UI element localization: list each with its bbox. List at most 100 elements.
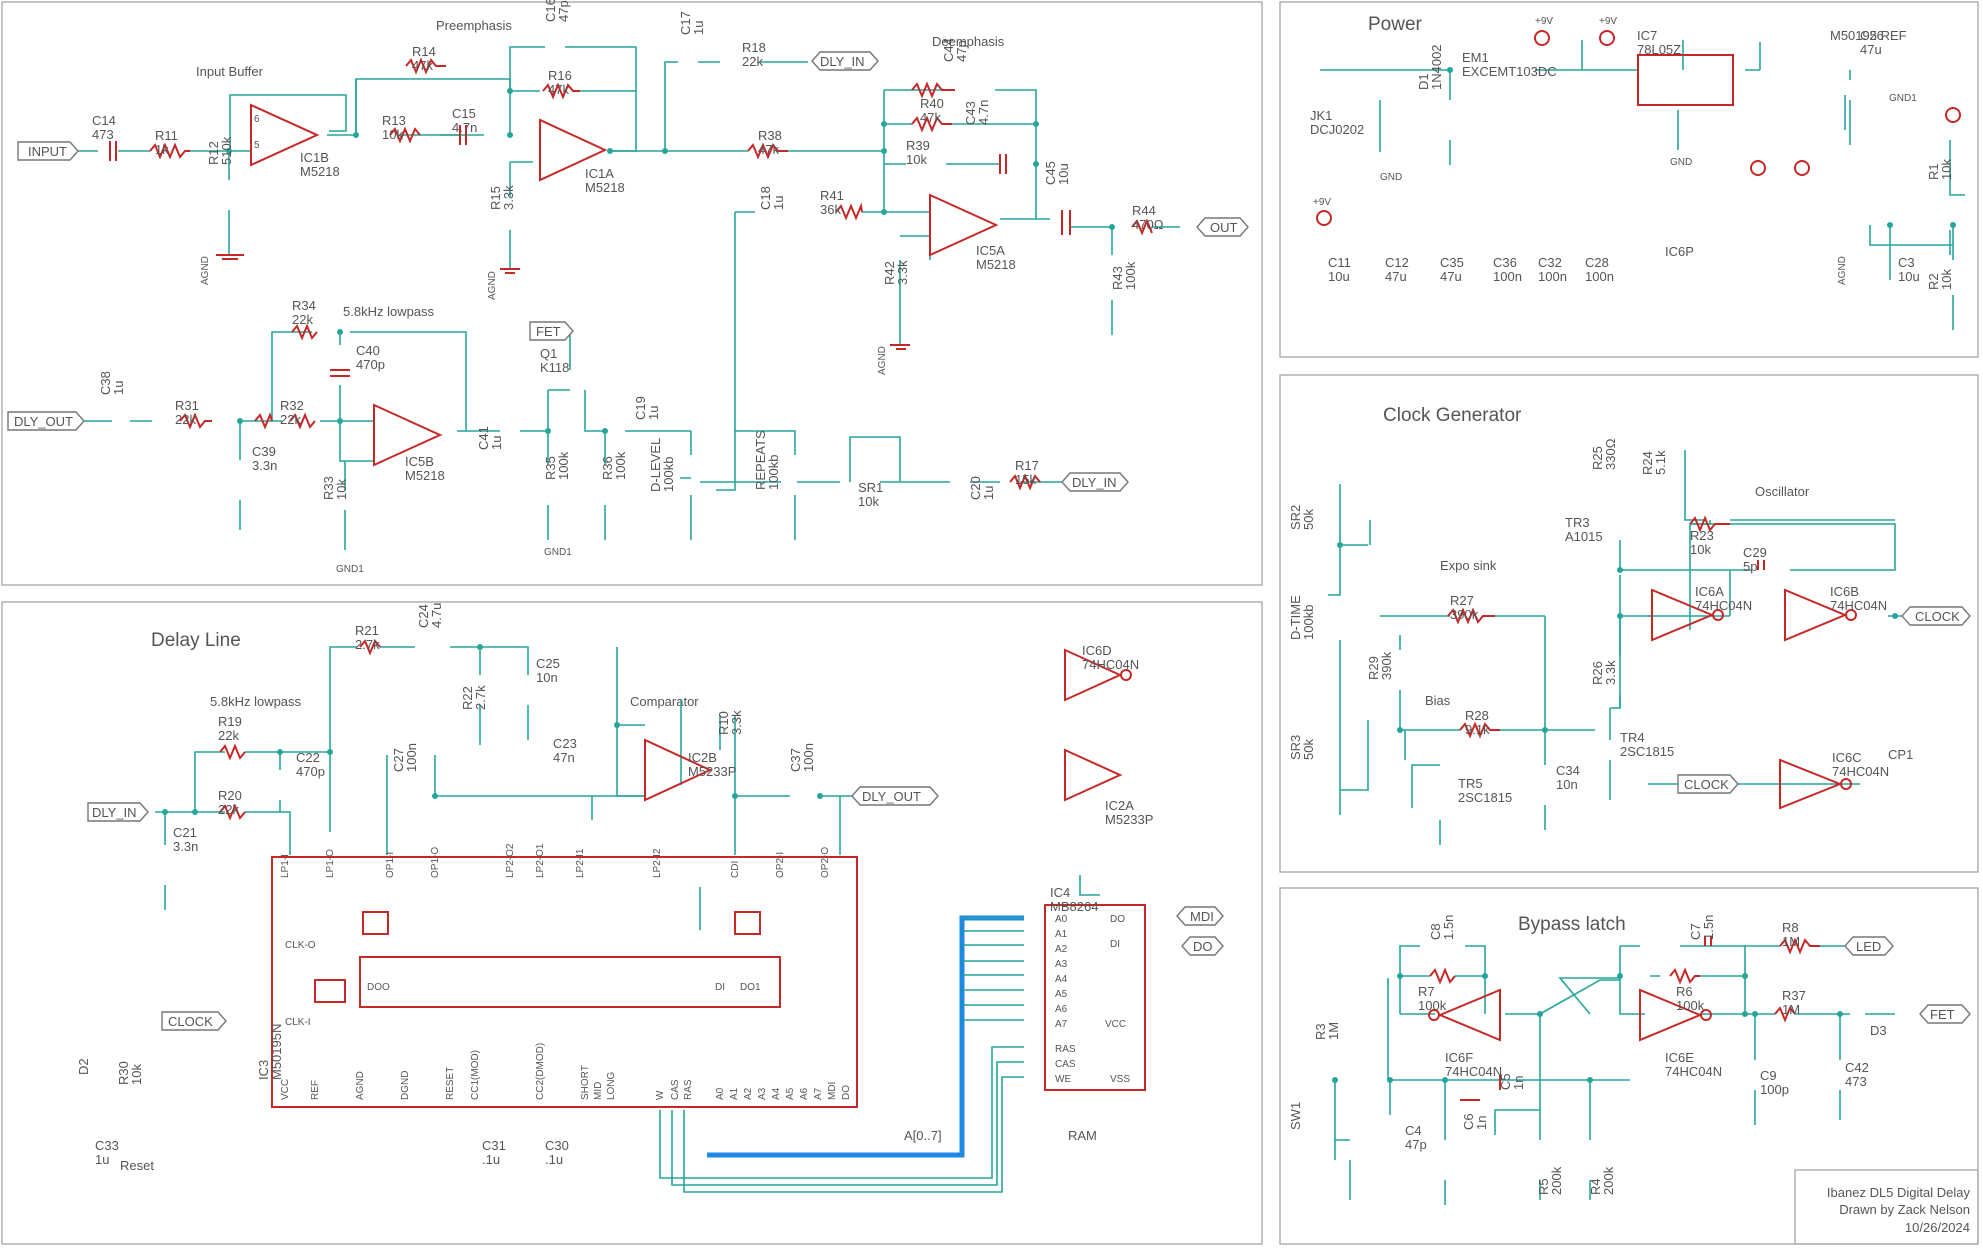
label-ic5a-value: M5218 bbox=[976, 257, 1016, 272]
label-r42-ref: R42 bbox=[882, 261, 897, 285]
label-c23-value: 47n bbox=[553, 750, 575, 765]
label-r14-ref: R14 bbox=[412, 44, 436, 59]
label-r10-ref: R10 bbox=[716, 711, 731, 735]
label-d1-value: 1N4002 bbox=[1429, 44, 1444, 90]
frame-bypass bbox=[1279, 887, 1979, 1245]
label-c4-value: 47p bbox=[1405, 1137, 1427, 1152]
svg-text:A1: A1 bbox=[1055, 929, 1068, 940]
label-r16-ref: R16 bbox=[548, 68, 572, 83]
svg-text:DLY_OUT: DLY_OUT bbox=[14, 414, 73, 429]
note-bus: A[0..7] bbox=[904, 1128, 942, 1143]
label-r16-value: 47k bbox=[548, 82, 569, 97]
section-title-power: Power bbox=[1368, 14, 1423, 35]
label-ic2b-ref: IC2B bbox=[688, 750, 717, 765]
label-c20-value: 1u bbox=[981, 486, 996, 500]
label-r5-ref: R5 bbox=[1536, 1178, 1551, 1195]
label-c40-value: 470p bbox=[356, 357, 385, 372]
svg-text:OP1-O: OP1-O bbox=[430, 847, 441, 878]
svg-text:AGND: AGND bbox=[200, 256, 211, 285]
label-c44-ref: C44 bbox=[941, 38, 956, 62]
label-c22-ref: C22 bbox=[296, 750, 320, 765]
label-c43-ref: C43 bbox=[963, 101, 978, 125]
section-title-bypass: Bypass latch bbox=[1518, 914, 1626, 935]
label-ic1b-ref: IC1B bbox=[300, 150, 329, 165]
label-r25-value: 330Ω bbox=[1603, 438, 1618, 470]
label-c30-value: .1u bbox=[545, 1152, 563, 1167]
svg-text:DO: DO bbox=[1193, 939, 1213, 954]
label-q1-ref: Q1 bbox=[540, 346, 557, 361]
svg-text:DLY_IN: DLY_IN bbox=[1072, 475, 1117, 490]
label-r30-value: 10k bbox=[129, 1064, 144, 1085]
svg-text:LP2-O2: LP2-O2 bbox=[505, 843, 516, 878]
label-r8-value: 1M bbox=[1782, 934, 1800, 949]
ic3-body bbox=[271, 856, 858, 1108]
svg-text:GND: GND bbox=[1670, 157, 1692, 168]
label-dlevel-ref: D-LEVEL bbox=[648, 438, 663, 492]
label-c11-ref: C11 bbox=[1328, 255, 1351, 270]
capacitors bbox=[109, 125, 1765, 1101]
svg-text:5: 5 bbox=[254, 140, 260, 151]
svg-text:CLOCK: CLOCK bbox=[1915, 609, 1960, 624]
rail-symbols bbox=[216, 30, 1961, 350]
label-r40-ref: R40 bbox=[920, 96, 944, 111]
label-r10-value: 3.3k bbox=[729, 710, 744, 735]
label-sr3-ref: SR3 bbox=[1288, 735, 1303, 760]
label-r42-value: 3.3k bbox=[895, 260, 910, 285]
label-c21-value: 3.3n bbox=[173, 839, 198, 854]
label-jk1-value: DCJ0202 bbox=[1310, 122, 1364, 137]
svg-text:DLY_OUT: DLY_OUT bbox=[862, 789, 921, 804]
label-d3-ref: D3 bbox=[1870, 1023, 1887, 1038]
svg-text:FET: FET bbox=[1930, 1007, 1955, 1022]
label-c7-ref: C7 bbox=[1688, 923, 1703, 940]
label-c33-ref: C33 bbox=[95, 1138, 119, 1153]
label-r15-value: 3.3k bbox=[501, 185, 516, 210]
label-c37-value: 100n bbox=[801, 743, 816, 772]
label-r36-ref: R36 bbox=[600, 456, 615, 480]
label-ic6e-value: 74HC04N bbox=[1665, 1064, 1722, 1079]
label-c39-ref: C39 bbox=[252, 444, 276, 459]
svg-text:LP2-I2: LP2-I2 bbox=[652, 848, 663, 878]
label-r26-value: 3.3k bbox=[1603, 660, 1618, 685]
label-c42-ref: C42 bbox=[1845, 1060, 1869, 1075]
label-ic6d-ref: IC6D bbox=[1082, 643, 1112, 658]
svg-text:A5: A5 bbox=[1055, 989, 1068, 1000]
label-c43-value: 4.7n bbox=[976, 100, 991, 125]
inverter-ic6f bbox=[1428, 988, 1501, 1042]
label-c9-value: 100p bbox=[1760, 1082, 1789, 1097]
ic3-demod-block bbox=[734, 911, 761, 935]
svg-text:DI: DI bbox=[715, 982, 725, 993]
svg-text:AGND: AGND bbox=[487, 271, 498, 300]
label-r34-ref: R34 bbox=[292, 298, 316, 313]
svg-text:MDI: MDI bbox=[827, 1082, 838, 1100]
label-c41-value: 1u bbox=[489, 436, 504, 450]
label-c5-value: 1n bbox=[1511, 1076, 1526, 1090]
svg-text:RAS: RAS bbox=[683, 1079, 694, 1100]
opamp-ic5a bbox=[929, 193, 999, 257]
label-c6-value: 1n bbox=[1474, 1116, 1489, 1130]
svg-text:OP1-I: OP1-I bbox=[385, 852, 396, 878]
svg-text:A7: A7 bbox=[1055, 1019, 1068, 1030]
svg-text:RAS: RAS bbox=[1055, 1044, 1076, 1055]
label-r8-ref: R8 bbox=[1782, 920, 1799, 935]
svg-text:LED: LED bbox=[1856, 939, 1881, 954]
svg-text:A4: A4 bbox=[1055, 974, 1068, 985]
label-tr4-value: 2SC1815 bbox=[1620, 744, 1674, 759]
port-led: LED bbox=[1844, 936, 1894, 956]
label-c18-ref: C18 bbox=[758, 186, 773, 210]
label-c16-value: 47p bbox=[556, 0, 571, 22]
resistors bbox=[149, 57, 1820, 1023]
frame-delay-line bbox=[1, 601, 1263, 1245]
label-r17-value: 15k bbox=[1015, 472, 1036, 487]
label-r28-value: 9.1k bbox=[1465, 722, 1490, 737]
svg-text:A0: A0 bbox=[715, 1087, 726, 1100]
svg-text:CLOCK: CLOCK bbox=[168, 1014, 213, 1029]
label-c34-value: 10n bbox=[1556, 777, 1578, 792]
label-r27-value: 390k bbox=[1450, 607, 1479, 622]
label-q1-value: K118 bbox=[540, 360, 569, 375]
label-r39-ref: R39 bbox=[906, 138, 930, 153]
label-c9-ref: C9 bbox=[1760, 1068, 1777, 1083]
label-r43-ref: R43 bbox=[1110, 266, 1125, 290]
label-c15-value: 4.7n bbox=[452, 120, 477, 135]
label-c8-ref: C8 bbox=[1428, 923, 1443, 940]
label-c31-ref: C31 bbox=[482, 1138, 506, 1153]
